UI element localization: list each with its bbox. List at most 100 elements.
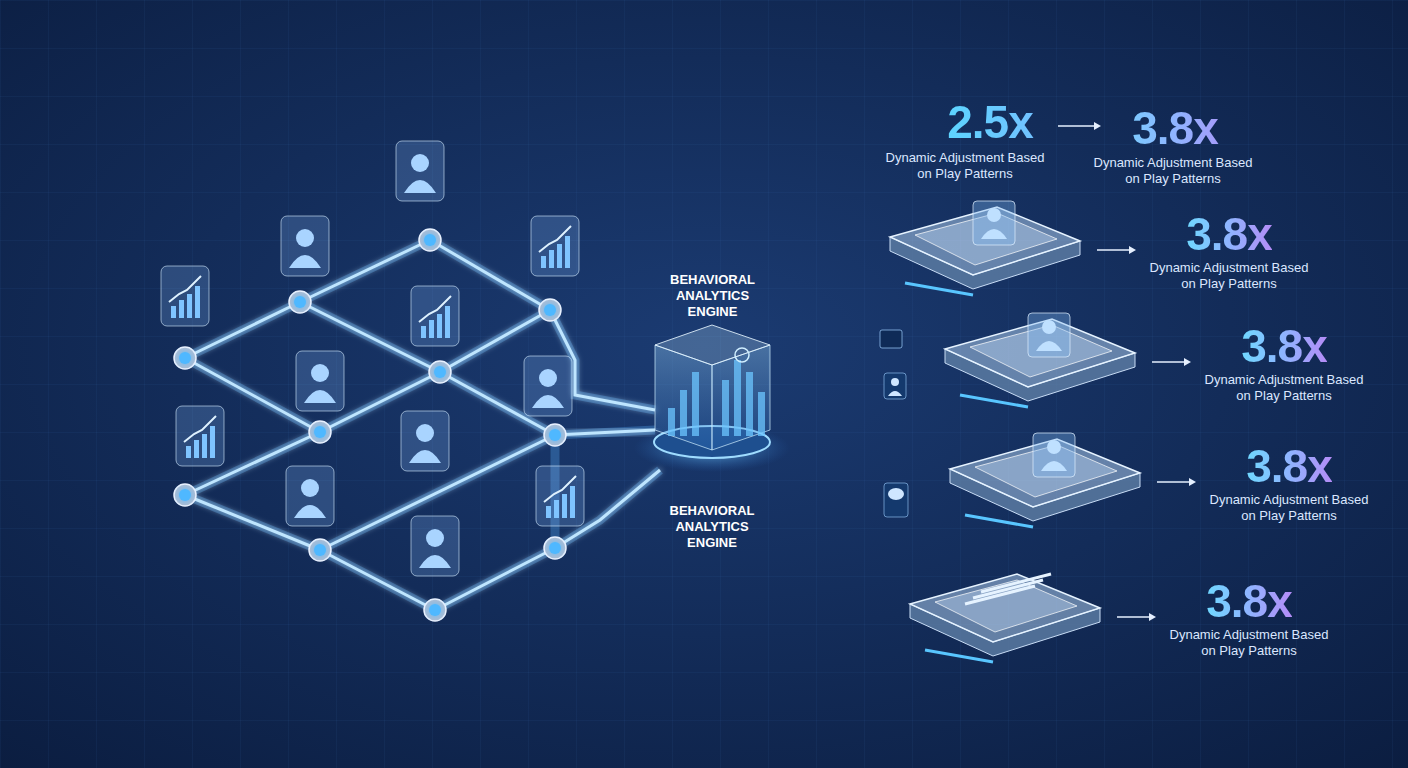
user-card (296, 351, 344, 411)
metric-value: 3.8x (1100, 102, 1250, 154)
platform-illustration (940, 307, 1140, 417)
card-glass (281, 216, 329, 276)
user-body (409, 450, 441, 463)
platform-illustration (885, 195, 1085, 305)
card-glass (536, 466, 584, 526)
network-node (429, 361, 451, 383)
chart-bar (445, 306, 450, 338)
list-bar (973, 580, 1043, 598)
cube-badge (735, 348, 749, 362)
user-card (401, 411, 449, 471)
card-glass (401, 411, 449, 471)
chart-trend (419, 296, 451, 322)
cube-bar (668, 408, 675, 436)
metric-column: 3.8xDynamic Adjustment Based on Play Pat… (1200, 320, 1368, 404)
network-node (289, 291, 311, 313)
card-glass (176, 406, 224, 466)
cube-space (640, 320, 785, 448)
chart-bar (565, 236, 570, 268)
chart-bar (194, 440, 199, 458)
cube-bars (668, 360, 765, 436)
network-node (539, 299, 561, 321)
network-dot (549, 429, 561, 441)
platform-panel (935, 580, 1077, 632)
metric-value: 3.8x (1186, 208, 1272, 260)
platform-led (925, 650, 993, 662)
cube-bar (734, 360, 741, 436)
network-dot (429, 604, 441, 616)
platform-node: 3.8xDynamic Adjustment Based on Play Pat… (885, 195, 1313, 305)
network-dot (179, 489, 191, 501)
network-node (544, 424, 566, 446)
chart-card (161, 266, 209, 326)
arrow-head (1129, 246, 1136, 254)
card-glass (411, 516, 459, 576)
card-glass (411, 286, 459, 346)
network-dot (544, 304, 556, 316)
mid-icons (880, 330, 908, 517)
metric-caption: Dynamic Adjustment Based on Play Pattern… (1204, 372, 1364, 404)
arrow-line (1117, 616, 1149, 618)
platform-led (965, 515, 1033, 527)
user-card (411, 516, 459, 576)
chart-bar (557, 244, 562, 268)
network-node (544, 537, 566, 559)
pointer-arrow (1140, 352, 1200, 372)
user-body (1036, 341, 1062, 351)
cube-bar (746, 372, 753, 436)
user-body (304, 390, 336, 403)
platform-illustration (905, 562, 1105, 672)
chart-trend (169, 276, 201, 302)
network-node (309, 539, 331, 561)
card-glass (524, 356, 572, 416)
metric-column: 3.8xDynamic Adjustment Based on Play Pat… (1165, 575, 1333, 659)
arrow-line (1157, 481, 1189, 483)
chart-card (411, 286, 459, 346)
cube-top (655, 325, 770, 365)
pointer-arrow (1085, 240, 1145, 260)
user-body (1041, 461, 1067, 471)
chart-bar (541, 256, 546, 268)
platform-card (1028, 313, 1070, 357)
platform-node: 3.8xDynamic Adjustment Based on Play Pat… (940, 307, 1368, 417)
user-body (294, 505, 326, 518)
pointer-arrow (1145, 472, 1205, 492)
metric-column: 3.8xDynamic Adjustment Based on Play Pat… (1205, 440, 1373, 524)
network-dot (294, 296, 306, 308)
platform-node: 3.8xDynamic Adjustment Based on Play Pat… (945, 427, 1373, 537)
user-head (411, 154, 429, 172)
user-card (286, 466, 334, 526)
chart-bar (562, 494, 567, 518)
chart-bar (554, 500, 559, 518)
network-node (174, 484, 196, 506)
engine-cube (634, 325, 790, 472)
platform-top (910, 574, 1100, 642)
network-node (174, 347, 196, 369)
user-head (1042, 320, 1056, 334)
user-head (301, 479, 319, 497)
arrow-head (1189, 478, 1196, 486)
small-bubble (888, 488, 904, 500)
chart-bar (570, 486, 575, 518)
chart-bar (195, 286, 200, 318)
user-head (426, 529, 444, 547)
metric-caption: Dynamic Adjustment Based on Play Pattern… (882, 150, 1048, 182)
chart-trend (539, 226, 571, 252)
card-glass (161, 266, 209, 326)
chart-bar (421, 326, 426, 338)
chart-card (536, 466, 584, 526)
small-card (884, 373, 906, 399)
network-dot (424, 234, 436, 246)
small-screen (880, 330, 902, 348)
metric-value: 3.8x (1241, 320, 1327, 372)
user-body (532, 395, 564, 408)
user-body (981, 229, 1007, 239)
arrow-head (1184, 358, 1191, 366)
network-node (424, 599, 446, 621)
chart-bar (179, 300, 184, 318)
network-glow (555, 430, 655, 435)
user-card (524, 356, 572, 416)
chart-bar (437, 314, 442, 338)
card-glass (396, 141, 444, 201)
